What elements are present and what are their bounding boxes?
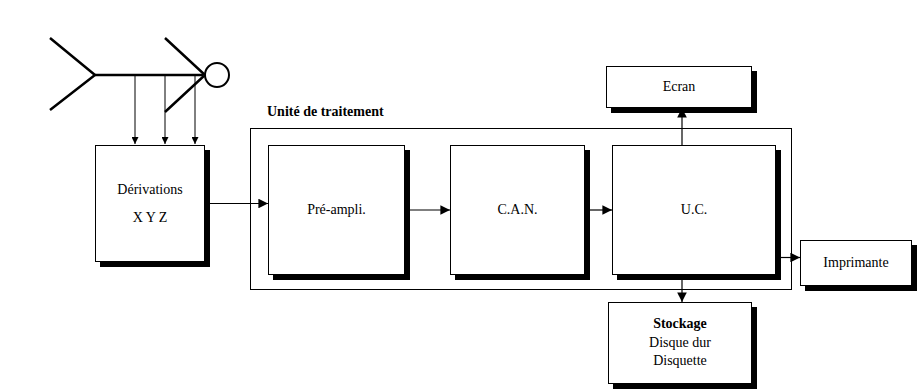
electrode-wires: [135, 76, 195, 144]
figure-arms: [165, 38, 205, 112]
signal-arrow: [585, 209, 612, 210]
electrode-wire: [165, 76, 166, 144]
signal-arrow: [681, 275, 682, 302]
box-label: Ecran: [663, 78, 696, 97]
signal-arrow: [405, 209, 450, 210]
box-label: Imprimante: [823, 254, 888, 273]
box-label: Pré-ampli.: [307, 201, 366, 220]
box-label: U.C.: [681, 201, 707, 220]
signal-arrow: [681, 108, 682, 145]
electrode-wire: [135, 76, 136, 144]
preamp-box: Pré-ampli.: [268, 145, 405, 275]
figure-head: [205, 63, 229, 87]
electrode-wire: [195, 76, 196, 144]
stick-figure: [50, 38, 229, 112]
storage-box: StockageDisque dur Disquette: [608, 302, 752, 384]
box-label: C.A.N.: [497, 201, 537, 220]
leads-box: Dérivations X Y Z: [95, 145, 205, 262]
screen-box: Ecran: [606, 66, 752, 108]
group-heading: Unité de traitement: [267, 103, 384, 122]
signal-arrow: [205, 203, 268, 204]
figure-legs: [50, 38, 95, 110]
box-label: Dérivations X Y Z: [112, 176, 188, 232]
cpu-box: U.C.: [612, 145, 776, 275]
adc-box: C.A.N.: [450, 145, 585, 275]
processing-unit: Unité de traitementPré-ampli.C.A.N.U.C.: [250, 128, 792, 290]
printer-box: Imprimante: [800, 240, 912, 286]
box-body: Disque dur Disquette: [643, 334, 717, 372]
box-label: Stockage: [643, 315, 717, 334]
signal-arrow: [776, 257, 800, 258]
figure-body: [95, 74, 203, 77]
